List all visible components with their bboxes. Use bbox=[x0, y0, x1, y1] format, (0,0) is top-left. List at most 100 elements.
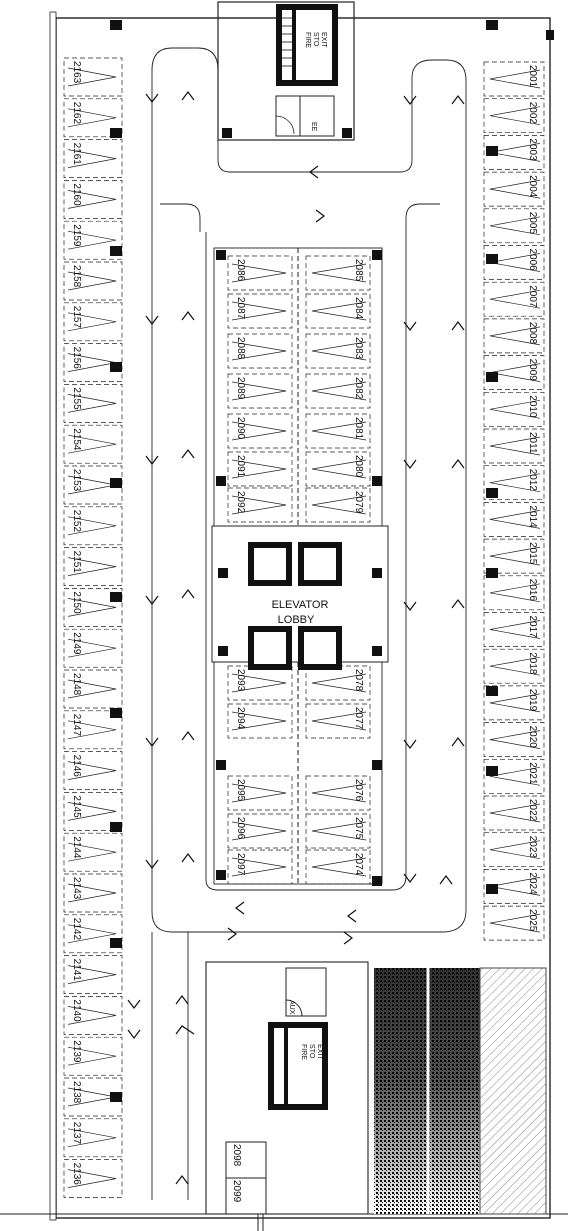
stall-label: 2093 bbox=[235, 669, 246, 692]
ramp-area bbox=[374, 967, 547, 1215]
wheel-stop bbox=[311, 673, 367, 693]
stall-label: 2091 bbox=[235, 455, 246, 478]
stall-label: 2008 bbox=[527, 322, 538, 345]
stall bbox=[63, 180, 123, 219]
stall-label: 2159 bbox=[71, 224, 82, 247]
stall-label: 2156 bbox=[71, 347, 82, 370]
wheel-stop bbox=[489, 913, 541, 933]
stair-label-fire: FIRE bbox=[304, 32, 311, 48]
stall-label: 2090 bbox=[235, 417, 246, 440]
stair-label-sto-2: STO bbox=[308, 1044, 315, 1059]
stall bbox=[305, 451, 371, 487]
stall-label: 2143 bbox=[71, 877, 82, 900]
stall-label: 2097 bbox=[235, 853, 246, 876]
stall bbox=[483, 391, 545, 427]
wheel-stop bbox=[67, 1128, 117, 1148]
wheel-stop bbox=[231, 821, 287, 841]
stall bbox=[483, 61, 545, 97]
stair-label-fire-2: FIRE bbox=[300, 1044, 307, 1060]
wheel-stop bbox=[311, 301, 367, 321]
wheel-stop bbox=[311, 711, 367, 731]
stall bbox=[483, 98, 545, 134]
wheel-stop bbox=[489, 216, 541, 236]
wheel-stop bbox=[489, 656, 541, 676]
wheel-stop bbox=[67, 720, 117, 740]
stall bbox=[227, 487, 293, 523]
stall bbox=[483, 795, 545, 831]
stall-label: 2157 bbox=[71, 306, 82, 329]
stall bbox=[227, 333, 293, 369]
wheel-stop bbox=[231, 301, 287, 321]
stall-label: 2155 bbox=[71, 387, 82, 410]
wheel-stop bbox=[67, 1006, 117, 1025]
stall bbox=[227, 373, 293, 409]
stall-label: 2144 bbox=[71, 836, 82, 859]
stall-label: 2158 bbox=[71, 265, 82, 288]
stall bbox=[483, 171, 545, 207]
stall-label: 2162 bbox=[71, 102, 82, 125]
wheel-stop bbox=[489, 730, 541, 749]
stall-label: 2151 bbox=[71, 551, 82, 574]
stall bbox=[63, 57, 123, 97]
stall bbox=[483, 832, 545, 868]
wheel-stop bbox=[67, 394, 117, 413]
stall-label: 2017 bbox=[527, 616, 538, 639]
stall bbox=[305, 703, 371, 739]
wheel-stop bbox=[311, 495, 367, 515]
stall-label: 2150 bbox=[71, 591, 82, 614]
wheel-stop bbox=[231, 783, 287, 803]
stall-label: 2138 bbox=[71, 1081, 82, 1104]
wheel-stop bbox=[489, 693, 541, 713]
wheel-stop bbox=[489, 473, 541, 493]
stall bbox=[483, 575, 545, 611]
stall-label: 2078 bbox=[353, 669, 364, 692]
stall-label: 2136 bbox=[71, 1163, 82, 1186]
wheel-stop bbox=[231, 673, 287, 693]
wheel-stop bbox=[67, 271, 117, 291]
stall bbox=[227, 813, 293, 849]
stall bbox=[227, 775, 293, 811]
stall-label: 2020 bbox=[527, 726, 538, 749]
bottom-stair-core: AUX FIRE STO EXIT bbox=[205, 961, 369, 1215]
stall bbox=[63, 710, 123, 750]
stall bbox=[63, 955, 123, 994]
stall-label: 2018 bbox=[527, 652, 538, 675]
stall bbox=[483, 135, 545, 170]
wheel-stop bbox=[489, 399, 541, 419]
wheel-stop bbox=[67, 1046, 117, 1066]
stall-label: 2081 bbox=[353, 417, 364, 440]
stall bbox=[63, 1036, 123, 1076]
stall-label: 2082 bbox=[353, 377, 364, 400]
stall-label: 2075 bbox=[353, 817, 364, 840]
wheel-stop bbox=[231, 459, 287, 479]
stall bbox=[305, 775, 371, 811]
wheel-stop bbox=[67, 1169, 117, 1188]
stall bbox=[227, 293, 293, 329]
stall-label: 2006 bbox=[527, 249, 538, 272]
wheel-stop bbox=[67, 190, 117, 209]
stall bbox=[305, 849, 371, 885]
stall bbox=[63, 1118, 123, 1158]
wheel-stop bbox=[67, 230, 117, 250]
stall bbox=[63, 302, 123, 342]
stall-label: 2014 bbox=[527, 505, 538, 528]
stall-label: 2009 bbox=[527, 359, 538, 382]
stall-label: 2096 bbox=[235, 817, 246, 840]
stall bbox=[227, 849, 293, 885]
stall-label: 2086 bbox=[235, 259, 246, 282]
stall bbox=[483, 465, 545, 501]
stall bbox=[483, 318, 545, 354]
stall-label: 2148 bbox=[71, 673, 82, 696]
stall-label: 2005 bbox=[527, 212, 538, 235]
stall-label: 2015 bbox=[527, 542, 538, 565]
stall bbox=[63, 792, 123, 831]
stall bbox=[63, 873, 123, 913]
wheel-stop bbox=[311, 341, 367, 361]
wheel-stop bbox=[67, 108, 117, 128]
stall bbox=[483, 612, 545, 647]
stall-label: 2004 bbox=[527, 175, 538, 198]
stall-label: 2145 bbox=[71, 795, 82, 818]
stall bbox=[63, 139, 123, 178]
stall bbox=[483, 905, 545, 941]
